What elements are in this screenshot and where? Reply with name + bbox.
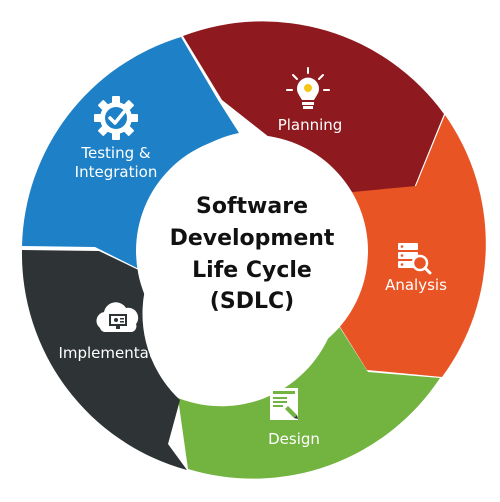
cloud-monitor-icon xyxy=(96,302,139,332)
testing-integration-label-line-2: Integration xyxy=(75,163,158,181)
planning-segment xyxy=(183,21,444,196)
design-segment xyxy=(178,320,440,479)
gear-check-icon xyxy=(94,96,138,140)
testing-integration-label-line-1: Testing & xyxy=(80,144,151,162)
implementation-segment xyxy=(21,250,187,470)
lightbulb-icon xyxy=(286,67,330,109)
design-label: Design xyxy=(268,430,320,448)
center-title-line-2: Development xyxy=(170,226,335,251)
center-title-line-3: Life Cycle xyxy=(192,258,312,283)
design-document-icon xyxy=(270,388,298,420)
center-title-line-1: Software xyxy=(196,194,308,219)
planning-label: Planning xyxy=(278,116,343,134)
testing-integration-segment xyxy=(22,37,239,273)
center-title-line-4: (SDLC) xyxy=(210,289,294,314)
server-search-icon xyxy=(398,243,432,275)
analysis-label: Analysis xyxy=(385,276,447,294)
center-circle xyxy=(136,135,368,367)
implementation-label: Implementation xyxy=(58,344,177,362)
